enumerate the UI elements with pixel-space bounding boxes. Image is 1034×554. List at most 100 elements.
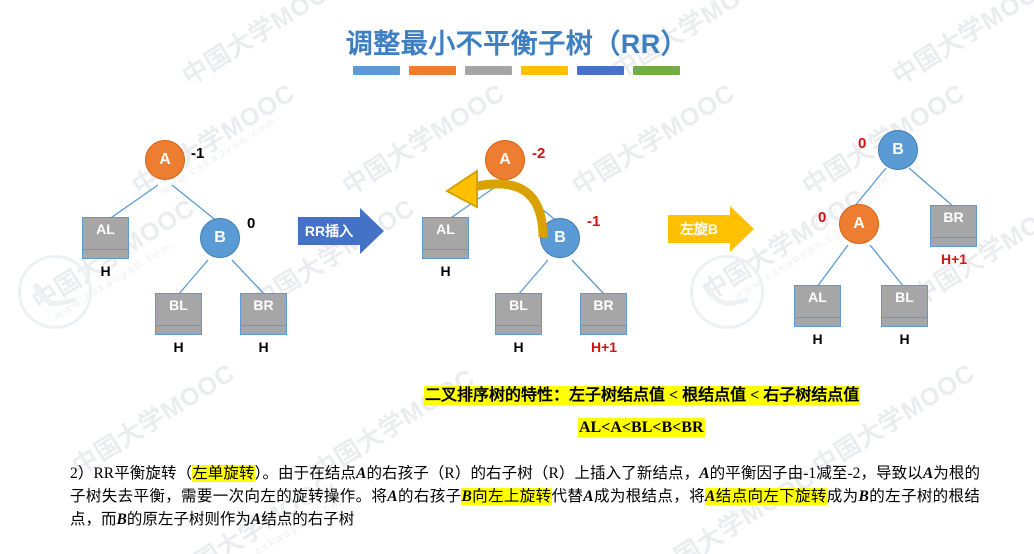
para-var-a: A [705,488,716,505]
subtree-label-br: BR [253,297,274,313]
page-title: 调整最小不平衡子树（RR） [345,29,689,59]
para-seg: 的右孩子 [397,488,462,505]
subtree-label-br: BR [593,297,614,313]
subtree-strip [581,325,626,334]
subtree-label-bl: BL [509,297,528,313]
para-var-b: B [461,488,472,505]
para-var-a: A [356,465,367,482]
para-highlight-rotate-down-left: A结点向左下旋转 [705,488,827,505]
height-label-bl: H [899,331,910,347]
subtree-strip [931,237,976,246]
para-seg: 代替 [551,488,584,505]
node-a: A [485,140,525,180]
subtree-strip [83,249,128,258]
tree-edges [816,167,955,288]
para-var-b: B [116,511,127,528]
subtree-box-bl: BL [155,293,202,335]
para-var-a: A [699,465,710,482]
para-seg: ）。由于在结点 [254,465,357,482]
para-var-a: A [922,465,934,482]
subtree-strip [423,249,468,258]
node-a: A [839,204,879,244]
arrow-head-icon [730,206,754,252]
subtree-strip [496,325,541,334]
subtree-box-bl: BL [881,285,928,327]
balance-factor-a: 0 [818,209,827,226]
height-label-bl: H [513,339,524,355]
title-bar-2 [409,66,456,75]
height-label-al: H [440,263,451,279]
para-seg: 的平衡因子由-1减至-2，导致以 [709,465,923,482]
balance-factor-b: 0 [858,135,867,152]
title-bar-1 [353,66,400,75]
para-seg: 结点的右子树 [261,511,355,528]
height-label-al: H [812,331,823,347]
para-var-b: B [858,488,869,505]
para-highlight-rotate-up-left: B向左上旋转 [461,488,552,505]
arrow-rr-insert[interactable]: RR插入 [298,208,384,254]
para-seg: 为根的子树失去平衡，需要一次向左的旋转操作。将 [70,465,980,505]
balance-factor-a: -1 [191,145,205,162]
rotation-curve-arrow-icon [445,169,548,238]
tree-before-insert: A -1 B 0 AL H BL H BR H [75,125,305,360]
arrow-rotate-left-b[interactable]: 左旋B [668,206,754,252]
para-var-a: A [583,488,594,505]
height-label-br: H [258,339,269,355]
tree-after-rotate: B 0 A 0 AL H BL H BR H+1 [782,125,1017,360]
subtree-label-al: AL [436,221,455,237]
note-ordering-text: AL<A<BL<B<BR [578,418,705,437]
subtree-label-br: BR [943,209,964,225]
subtree-strip [241,325,286,334]
balance-factor-a: -2 [532,145,546,162]
title-bar-4 [521,66,568,75]
para-highlight-left-single-rotation: 左单旋转 [192,465,255,482]
note-bst-property-text: 二叉排序树的特性：左子树结点值 < 根结点值 < 右子树结点值 [424,386,861,405]
para-seg: 的原左子树则作为 [126,511,251,528]
subtree-label-bl: BL [169,297,188,313]
subtree-box-br: BR [930,205,977,247]
arrow-rotate-left-b-label: 左旋B [668,215,730,243]
height-label-bl: H [173,339,184,355]
para-seg: 结点向左下旋转 [715,488,827,505]
subtree-box-al: AL [82,217,129,259]
subtree-label-al: AL [808,289,827,305]
title-bar-6 [633,66,680,75]
height-label-al: H [100,263,111,279]
para-seg: 2）RR平衡旋转（ [70,465,193,482]
balance-factor-b: -1 [587,213,601,230]
para-var-a: A [387,488,398,505]
subtree-label-bl: BL [895,289,914,305]
subtree-label-al: AL [96,221,115,237]
node-b: B [878,130,918,170]
node-b: B [540,218,580,258]
watermark-logo [690,255,764,329]
balance-factor-b: 0 [247,215,256,232]
para-seg: 成为 [826,488,859,505]
explanation-paragraph: 2）RR平衡旋转（左单旋转）。由于在结点A的右孩子（R）的右子树（R）上插入了新… [70,462,980,531]
subtree-box-al: AL [422,217,469,259]
para-seg: 的左子树的根结点，而 [70,488,980,528]
arrow-rr-insert-label: RR插入 [298,217,360,245]
tree-after-insert: A -2 B -1 AL H BL H BR H+1 [415,125,645,360]
title-accent-bars [353,66,680,75]
note-bst-property: 二叉排序树的特性：左子树结点值 < 根结点值 < 右子树结点值 [424,381,861,405]
arrow-head-icon [360,208,384,254]
subtree-strip [795,317,840,326]
subtree-box-bl: BL [495,293,542,335]
node-b: B [200,218,240,258]
subtree-box-al: AL [794,285,841,327]
para-seg: 成为根结点，将 [593,488,706,505]
title-bar-5 [577,66,624,75]
height-label-br: H+1 [590,339,618,355]
subtree-strip [882,317,927,326]
tree-edges [104,184,266,296]
note-ordering: AL<A<BL<B<BR [578,418,705,437]
para-seg: 的右孩子（R）的右子树（R）上插入了新结点， [366,465,700,482]
node-a: A [145,140,185,180]
subtree-box-br: BR [580,293,627,335]
height-label-br: H+1 [940,251,968,267]
title-bar-3 [465,66,512,75]
subtree-box-br: BR [240,293,287,335]
para-var-a: A [250,511,262,528]
